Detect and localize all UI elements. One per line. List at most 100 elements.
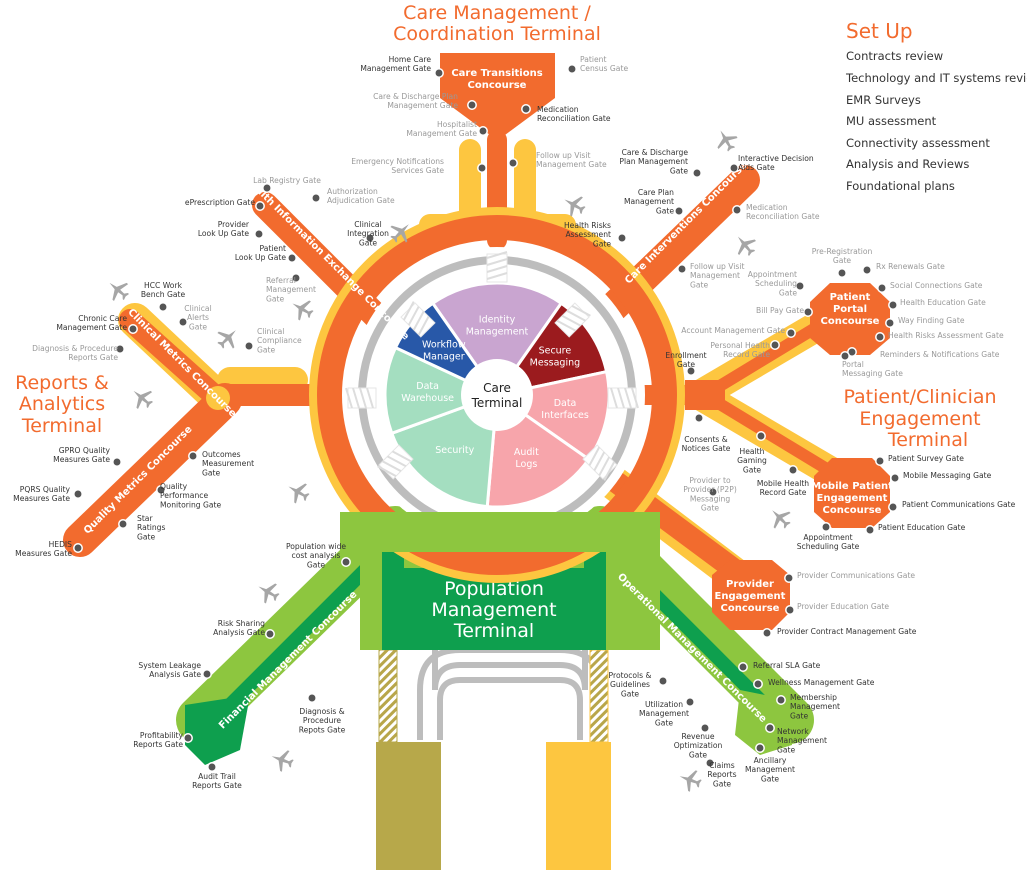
gate-dot (786, 328, 796, 338)
gate-dot (254, 229, 264, 239)
gate-dot (756, 431, 766, 441)
airplane-icon (252, 576, 284, 608)
gate-dot (888, 300, 898, 310)
svg-text:Concourse: Concourse (821, 316, 880, 327)
gate-label: Scheduling (755, 279, 797, 288)
gate-label: Management (790, 702, 840, 711)
svg-text:Mobile Patient: Mobile Patient (811, 481, 893, 492)
gate-dot (265, 629, 275, 639)
hub-jetway (377, 444, 414, 480)
gate-label: Medication (537, 105, 579, 114)
gate-label: Social Connections Gate (890, 281, 983, 290)
gate-dot (115, 344, 125, 354)
gate-label: Pre-Registration (812, 247, 873, 256)
gate-dot (765, 723, 775, 733)
gate-dot (875, 456, 885, 466)
gate-dot (112, 457, 122, 467)
mobile-patient-concourse (814, 458, 890, 528)
hub-label-security: Security (435, 445, 474, 456)
gate-label: Management (624, 197, 674, 206)
gate-dot (73, 543, 83, 553)
gate-label: Emergency Notifications (351, 157, 444, 166)
gate-dot (311, 193, 321, 203)
gate-label: Hospitalist (437, 120, 477, 129)
gate-label: Gate (761, 774, 780, 783)
gate-label: Revenue (681, 732, 714, 741)
gate-label: Outcomes (202, 450, 241, 459)
gate-label: Provider to (689, 476, 731, 485)
gate-dot (770, 340, 780, 350)
gate-label: Personal Health (710, 341, 770, 350)
gate-label: Management Gate (387, 101, 458, 110)
svg-text:Patient: Patient (830, 292, 871, 303)
gate-label: Mobile Health (757, 479, 809, 488)
gate-label: Consents & (684, 435, 728, 444)
gate-label: Gate (621, 689, 640, 698)
svg-text:Analytics: Analytics (19, 393, 105, 415)
gate-label: Provider Contract Management Gate (777, 627, 917, 636)
svg-text:Concourse: Concourse (721, 603, 780, 614)
gate-label: Rx Renewals Gate (876, 262, 945, 271)
gate-label: Ratings (137, 523, 165, 532)
gate-label: Measures Gate (53, 455, 110, 464)
svg-text:Terminal: Terminal (21, 415, 102, 437)
gate-label: Profitability (140, 731, 184, 740)
gate-label: Management Gate (56, 323, 127, 332)
gate-label: Reports (707, 770, 736, 779)
gate-label: Way Finding Gate (898, 316, 965, 325)
svg-text:Care Management /: Care Management / (403, 2, 591, 24)
gate-label: Gate (677, 360, 696, 369)
gate-label: Referral SLA Gate (753, 661, 821, 670)
gate-label: Health (740, 447, 765, 456)
gate-dot (708, 487, 718, 497)
gate-label: Scheduling Gate (797, 542, 860, 551)
gate-label: Gate (655, 718, 674, 727)
gate-label: Patient Education Gate (878, 523, 966, 532)
setup-item: Connectivity assessment (846, 136, 990, 150)
gate-label: Gate (713, 779, 732, 788)
hub-label-secure: Secure (539, 346, 572, 357)
airplane-icon (267, 745, 297, 775)
gate-label: Integration (347, 229, 389, 238)
gate-label: Gate (701, 504, 720, 513)
hub-label-warehouse: Data (416, 381, 439, 392)
gate-social-conn: Social Connections Gate (877, 281, 983, 293)
gate-label: Management Gate (536, 160, 607, 169)
gate-label: Gate (266, 294, 285, 303)
gate-label: Reminders & Notifications Gate (880, 350, 1000, 359)
gate-label: Gaming (737, 456, 767, 465)
gate-dot (434, 68, 444, 78)
svg-text:Terminal: Terminal (887, 429, 968, 451)
hub-section-identity (430, 281, 564, 398)
gate-dot (188, 451, 198, 461)
gate-label: Authorization (327, 187, 378, 196)
gate-label: HCC Work (144, 281, 183, 290)
gate-label: Wellness Management Gate (768, 678, 875, 687)
gate-label: Aids Gate (738, 163, 775, 172)
gate-label: Ancillary (754, 756, 787, 765)
gate-label: Repots Gate (299, 725, 346, 734)
gate-dot (784, 573, 794, 583)
gate-label: Gate (670, 166, 689, 175)
care-mgmt-terminal-title: Care Management / Coordination Terminal (393, 2, 601, 45)
population-title-line: Population (444, 578, 544, 600)
gate-label: Follow up Visit (536, 151, 590, 160)
gate-label: Gate (790, 711, 809, 720)
gate-label: Management (745, 765, 795, 774)
